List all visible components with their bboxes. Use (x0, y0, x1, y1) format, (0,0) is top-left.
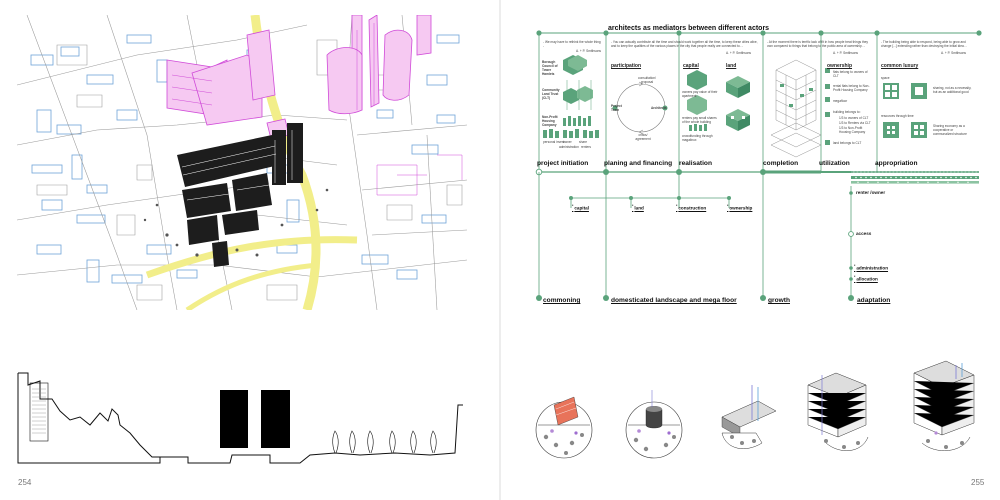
actor-footer-renters: renters (581, 145, 591, 149)
outcome-adaptation: adaptation (857, 297, 891, 304)
phase-appropriation: appropriation (875, 160, 918, 167)
branch-administration: *administration (854, 264, 889, 271)
page-number-left: 254 (18, 478, 32, 487)
phase-project-initiation: project initiation (537, 160, 589, 167)
actor-borough-council: Borough Council of Tower Hamlets (542, 60, 558, 76)
process-diagram-lines (535, 30, 982, 301)
quote-2: - You can actually contribute all the ti… (611, 40, 758, 48)
outcome-commoning: commoning (543, 297, 581, 304)
growth-sequence-drawings (535, 360, 975, 459)
sublabel-ownership: *ownership (727, 204, 753, 211)
quote-1: - We may have to rethink the whole thing… (543, 40, 601, 48)
ownership-item-6: 1/3 to Non-Profit Housing Company (839, 126, 866, 134)
phase-realisation: realisation (679, 160, 712, 167)
actor-footer-admin: administration (559, 145, 579, 149)
ownership-item-7: land belongs to CLT (833, 141, 862, 145)
participation-label-architects: Architects (651, 106, 667, 110)
ownership-heading: ownership (827, 63, 853, 69)
site-plan-drawing (17, 15, 467, 310)
participation-label-team: Project Team (611, 104, 622, 112)
outcome-growth: growth (768, 297, 790, 304)
sublabel-construction: *construction (676, 204, 707, 211)
ownership-item-1: rental flats belong to Non-Profit Housin… (833, 84, 870, 92)
quote-4: - The building being able to respond, be… (881, 40, 967, 48)
quote-2-author: A. + P. Smithsons (726, 51, 752, 55)
luxury-item-economy: Sharing economy as a cooperative or comm… (933, 124, 967, 136)
phase-completion: completion (763, 160, 799, 167)
actor-axis-0: personal invest (543, 140, 565, 144)
skyline-section-drawing (17, 372, 463, 464)
ownership-item-0: flats belong to owners of CLT (833, 70, 868, 78)
branch-access: access (856, 231, 872, 236)
phase-utilization: utilization (819, 160, 850, 167)
participation-label-proposal: consultation/ proposal (638, 76, 656, 84)
capital-item-renters: renters pay small shares of the whole bu… (682, 116, 717, 124)
quote-4-author: A. + P. Smithsons (941, 51, 967, 55)
luxury-item-resources: resources through time (881, 114, 914, 118)
outcome-domesticated-landscape: domesticated landscape and mega floor (611, 297, 737, 304)
book-spine (499, 0, 501, 500)
quote-3-author: A. + P. Smithsons (833, 51, 859, 55)
actor-non-profit: Non-Profit Housing Company (542, 115, 558, 127)
luxury-heading: common luxury (881, 63, 919, 69)
right-page: architects as mediators between differen… (501, 0, 1000, 500)
sublabel-land: *land (632, 204, 644, 211)
page-number-right: 255 (971, 478, 985, 487)
phase-planing-financing: planing and financing (604, 160, 673, 167)
land-heading: land (726, 63, 737, 69)
ownership-item-4: 1/3 to owners of CLT (839, 116, 869, 120)
participation-heading: participation (611, 63, 642, 69)
actor-clt: Community Land Trust (CLT) (542, 88, 560, 100)
capital-heading: capital (683, 63, 699, 69)
luxury-item-sharing: sharing, not as a necessity, but as an a… (933, 86, 972, 94)
sublabel-capital: *capital (572, 204, 589, 211)
ownership-item-5: 1/3 to Renters via CLT (839, 121, 871, 125)
actor-axis-2: share (579, 140, 587, 144)
ownership-item-2: megafloor (833, 99, 848, 103)
capital-item-owners: owners pay value of their apartment (682, 90, 718, 98)
capital-item-crowdfunding: crowdfunding through magalinux (682, 134, 713, 142)
quote-1-author: A. + P. Smithsons (576, 49, 602, 53)
actor-axis-1: owner (563, 140, 572, 144)
left-page: 254 (0, 0, 499, 500)
quote-3: - At the moment there is terrific lack o… (767, 40, 868, 48)
diagram-title: architects as mediators between differen… (608, 25, 770, 32)
branch-allocation: *allocation (854, 275, 878, 282)
participation-label-agreement: critics/ agreement (635, 133, 651, 141)
branch-renter-owner: renter /owner (856, 190, 886, 195)
ownership-item-3: building belongs to: (833, 110, 861, 114)
luxury-item-space: space (881, 76, 890, 80)
